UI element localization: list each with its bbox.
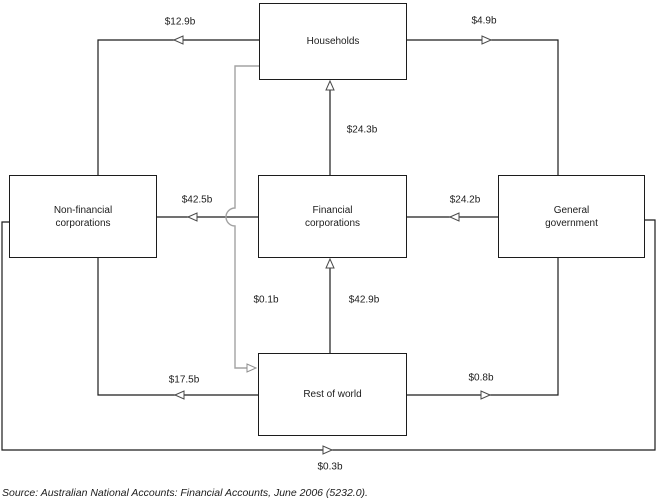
node-label: Rest of world [303,389,362,400]
flow-amount-label: $24.2b [449,194,481,206]
arrowhead-left-icon [448,212,460,222]
flow-line-households-to-nonfinancial [97,39,259,175]
flow-line-restofworld-to-nonfinancial [97,258,258,396]
flow-amount-label: $4.9b [471,15,497,27]
flow-line-households-to-restofworld [225,65,259,369]
flow-amount-label: $24.3b [346,124,378,136]
node-general-government: General government [498,175,645,258]
arrowhead-left-icon [173,390,185,400]
source-note: Source: Australian National Accounts: Fi… [2,487,368,499]
flow-amount-label: $0.1b [253,294,279,306]
arrowhead-right-gray-icon [246,363,258,373]
arrowhead-left-icon [186,212,198,222]
node-label: Households [306,36,360,47]
arrowhead-right-icon [480,390,492,400]
arrowhead-up-icon [325,257,335,269]
flow-amount-label: $42.9b [348,294,380,306]
flow-line-restofworld-to-government [407,258,559,396]
node-non-financial-corporations: Non-financial corporations [9,175,157,258]
flow-amount-label: $12.9b [164,16,196,28]
flow-amount-label: $0.3b [317,461,343,473]
arrowhead-right-icon [322,445,334,455]
arrowhead-right-icon [481,35,493,45]
flow-line-households-to-government [407,39,559,175]
node-label: Financial corporations [304,204,361,229]
flow-amount-label: $0.8b [468,372,494,384]
arrowhead-left-icon [172,35,184,45]
node-label: General government [545,204,598,229]
flow-amount-label: $42.5b [181,194,213,206]
flow-amount-label: $17.5b [168,374,200,386]
node-financial-corporations: Financial corporations [258,175,407,258]
node-households: Households [259,3,407,80]
node-rest-of-world: Rest of world [258,353,407,436]
node-label: Non-financial corporations [53,204,113,229]
arrowhead-up-icon [325,79,335,91]
